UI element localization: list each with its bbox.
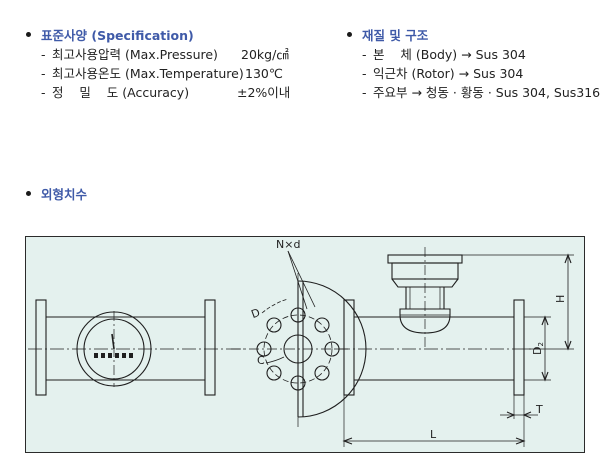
structure-text: 익근차 (Rotor) → Sus 304 <box>373 66 524 81</box>
dimensions-section: 외형치수 <box>26 184 87 202</box>
list-dash: - <box>362 66 367 81</box>
structure-heading: 재질 및 구조 <box>347 25 605 43</box>
bolt-circle <box>263 314 333 384</box>
right-flange <box>204 299 216 396</box>
flange-end-view <box>231 250 367 427</box>
spec-item-accuracy: - 정 밀 도 (Accuracy) ±2%이내 <box>41 83 326 102</box>
t-arrow-left <box>506 411 516 419</box>
spec-value: 130℃ <box>245 66 283 81</box>
structure-item-body: -본 체 (Body) → Sus 304 <box>362 45 605 64</box>
inner-diameter-letter: D <box>531 347 544 355</box>
height-label: H <box>554 295 567 303</box>
diameter-leader <box>261 298 289 314</box>
list-dash: - <box>41 66 46 81</box>
spec-label: 최고사용온도 (Max.Temperature) <box>52 66 244 81</box>
structure-section: 재질 및 구조 -본 체 (Body) → Sus 304 -익근차 (Roto… <box>347 25 605 102</box>
spec-value: 20kg/㎠ <box>241 47 289 62</box>
dimensions-title: 외형치수 <box>41 186 88 202</box>
structure-list: -본 체 (Body) → Sus 304 -익근차 (Rotor) → Sus… <box>362 45 605 102</box>
pitch-leader <box>265 356 285 364</box>
specification-list: - 최고사용압력 (Max.Pressure) 20kg/㎠ - 최고사용온도 … <box>41 45 326 102</box>
t-arrow-right <box>522 411 532 419</box>
bolt-leader-2 <box>287 250 316 308</box>
l-arrow-left <box>342 437 353 445</box>
side-left-flange <box>343 299 355 396</box>
bullet-icon <box>26 190 31 196</box>
specification-title: 표준사양 (Specification) <box>41 27 194 43</box>
dimensions-heading: 외형치수 <box>26 184 87 202</box>
bolt-leader <box>287 250 308 310</box>
h-arrow-top <box>564 253 572 264</box>
counter-digits <box>94 353 133 358</box>
structure-item-main: -주요부 → 청동 · 황동 · Sus 304, Sus316 <box>362 83 605 102</box>
specification-section: 표준사양 (Specification) - 최고사용압력 (Max.Press… <box>26 25 326 102</box>
spec-label: 최고사용압력 (Max.Pressure) <box>52 47 218 62</box>
d2-arrow-bottom <box>541 371 549 382</box>
spec-label: 정 밀 도 (Accuracy) <box>52 85 190 100</box>
list-dash: - <box>362 85 367 100</box>
left-flange <box>35 299 47 396</box>
inner-diameter-subscript: 2 <box>537 342 545 346</box>
spec-item-temperature: - 최고사용온도 (Max.Temperature) 130℃ <box>41 64 326 83</box>
specification-heading: 표준사양 (Specification) <box>26 25 326 43</box>
l-arrow-right <box>515 437 526 445</box>
structure-title: 재질 및 구조 <box>362 27 429 43</box>
list-dash: - <box>41 85 46 100</box>
bullet-icon <box>347 31 352 37</box>
spec-value: ±2%이내 <box>237 85 291 100</box>
structure-text: 주요부 → 청동 · 황동 · Sus 304, Sus316 <box>373 85 601 100</box>
list-dash: - <box>41 47 46 62</box>
bullet-icon <box>26 31 31 37</box>
dial-needle <box>111 333 115 350</box>
pitch-label: C <box>257 354 265 367</box>
diameter-label: D <box>250 306 262 321</box>
spec-item-pressure: - 최고사용압력 (Max.Pressure) 20kg/㎠ <box>41 45 326 64</box>
length-label: L <box>430 428 437 441</box>
drawing-canvas: N×d D C H D2 T L <box>28 238 574 447</box>
side-right-flange <box>513 299 525 396</box>
dimension-drawing: N×d D C H D2 T L <box>25 236 585 453</box>
thickness-label: T <box>535 403 543 416</box>
d2-arrow-top <box>541 315 549 326</box>
bolt-holes-label: N×d <box>276 238 300 251</box>
inner-diameter-label: D2 <box>531 342 545 355</box>
structure-text: 본 체 (Body) → Sus 304 <box>373 47 526 62</box>
h-arrow-bottom <box>564 340 572 351</box>
list-dash: - <box>362 47 367 62</box>
structure-item-rotor: -익근차 (Rotor) → Sus 304 <box>362 64 605 83</box>
front-view <box>28 299 244 396</box>
side-view <box>336 247 574 447</box>
